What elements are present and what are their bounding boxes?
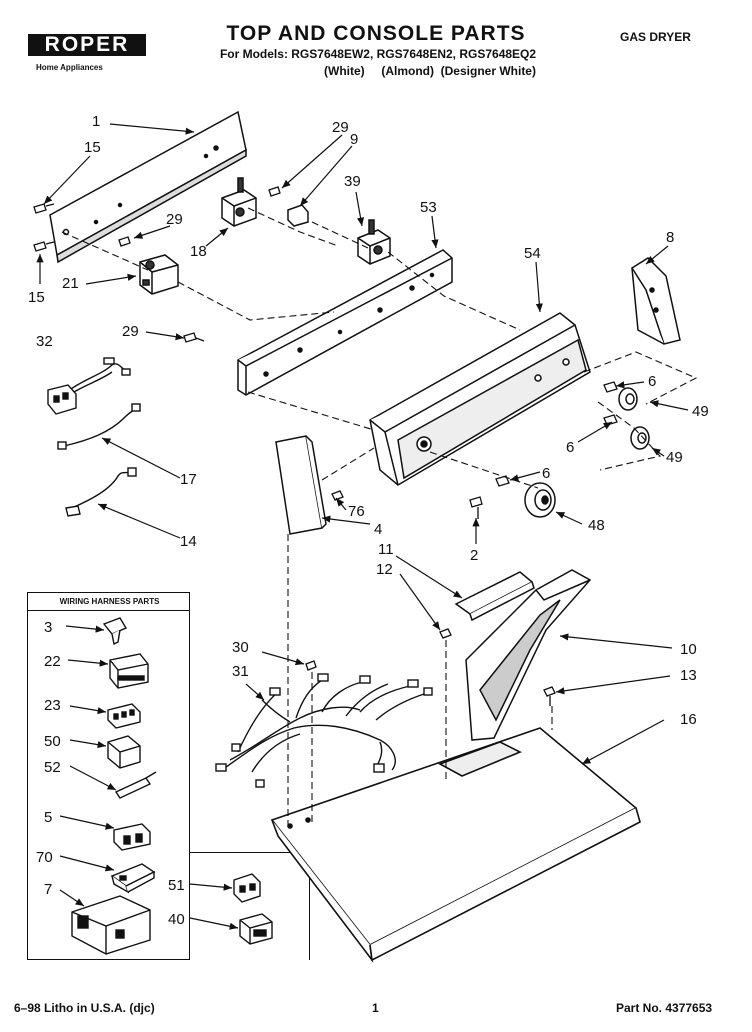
callout-21: 21: [62, 275, 79, 292]
callout-76: 76: [348, 503, 365, 520]
callout-2: 2: [470, 547, 478, 564]
part-6-bushings: [495, 381, 618, 487]
part-11-console-glass: [454, 571, 535, 622]
callout-harness-70: 70: [36, 849, 53, 866]
callout-31: 31: [232, 663, 249, 680]
harness-part-51-connector: [233, 873, 261, 903]
callout-harness-23: 23: [44, 697, 61, 714]
harness-part-50-connector: [107, 735, 141, 769]
callout-harness-40: 40: [168, 911, 185, 928]
part-4-side-bracket: [275, 435, 327, 535]
callout-32: 32: [36, 333, 53, 350]
callout-harness-51: 51: [168, 877, 185, 894]
part-31-main-harness: [215, 673, 433, 788]
callout-8: 8: [666, 229, 674, 246]
wiring-harness-box-extension: [190, 852, 310, 960]
harness-part-40-connector: [239, 913, 273, 945]
part-2-screw: [469, 496, 483, 519]
leader-arrows: [36, 123, 689, 930]
part-1-control-panel: [49, 110, 247, 264]
part-76-clip: [331, 490, 344, 501]
callout-16: 16: [680, 711, 697, 728]
harness-part-70-connector: [110, 863, 156, 894]
part-15-screws: [33, 203, 55, 252]
callout-14: 14: [180, 533, 197, 550]
footer-page-number: 1: [372, 1001, 379, 1015]
callout-10: 10: [680, 641, 697, 658]
callout-53: 53: [420, 199, 437, 216]
part-13-screw: [543, 686, 556, 706]
callout-48: 48: [588, 517, 605, 534]
callout-18: 18: [190, 243, 207, 260]
callout-harness-22: 22: [44, 653, 61, 670]
part-39-switch: [357, 219, 391, 265]
part-30-clip: [305, 660, 317, 671]
roper-logo: ROPER: [28, 34, 146, 56]
callout-29-top: 29: [332, 119, 349, 136]
part-21-timer: [139, 254, 179, 295]
callout-labels: 1 15 15 21 29 29 29 9 18 39 53 54 8 32 1…: [28, 113, 709, 928]
harness-part-22-connector: [109, 653, 149, 689]
callout-29-bracket: 29: [122, 323, 139, 340]
callout-harness-5: 5: [44, 809, 52, 826]
harness-title-rule: [28, 610, 189, 611]
wiring-harness-title: WIRING HARNESS PARTS: [59, 597, 160, 606]
footer-litho: 6–98 Litho in U.S.A. (djc): [14, 1001, 155, 1015]
part-14-wire: [65, 467, 137, 517]
harness-part-23-connector: [107, 703, 141, 729]
callout-6-middle: 6: [566, 439, 574, 456]
part-48-knob: [524, 482, 556, 518]
callout-29-left: 29: [166, 211, 183, 228]
part-17-wire: [57, 403, 141, 450]
part-18-switch: [221, 177, 257, 227]
model-colors: (White) (Almond) (Designer White): [324, 64, 536, 78]
part-10-control-housing: [465, 569, 592, 741]
callout-6-upper: 6: [648, 373, 656, 390]
callout-11: 11: [378, 541, 394, 558]
callout-harness-3: 3: [44, 619, 52, 636]
callout-12: 12: [376, 561, 393, 578]
callout-49-upper: 49: [692, 403, 709, 420]
part-12-screw: [439, 628, 452, 639]
callout-harness-7: 7: [44, 881, 52, 898]
callout-17: 17: [180, 471, 197, 488]
part-49-knobs: [618, 387, 650, 450]
assembly-guide-lines: [61, 207, 698, 828]
callout-1: 1: [92, 113, 100, 130]
part-54-console: [369, 312, 591, 486]
harness-part-3-terminal: [102, 617, 128, 646]
callout-6-lower: 6: [542, 465, 550, 482]
part-16-top-panel: [270, 727, 641, 963]
footer-part-number: Part No. 4377653: [616, 1001, 713, 1015]
callout-54: 54: [524, 245, 541, 262]
wiring-harness-box: WIRING HARNESS PARTS: [27, 592, 190, 960]
callout-39: 39: [344, 173, 361, 190]
callout-4: 4: [374, 521, 382, 538]
part-32-wire-harness: [47, 357, 131, 415]
callout-30: 30: [232, 639, 249, 656]
harness-part-7-block: [71, 895, 151, 955]
brand-subtitle: Home Appliances: [36, 63, 103, 72]
callout-49-lower: 49: [666, 449, 683, 466]
model-numbers: For Models: RGS7648EW2, RGS7648EN2, RGS7…: [219, 47, 537, 61]
callout-15-top: 15: [84, 139, 101, 156]
harness-part-5-connector: [113, 823, 151, 851]
page-title: TOP AND CONSOLE PARTS: [226, 22, 526, 45]
appliance-type: GAS DRYER: [620, 30, 691, 44]
harness-part-52-terminal: [114, 771, 157, 799]
part-53-console-bracket: [237, 249, 453, 396]
callout-13: 13: [680, 667, 697, 684]
callout-15-bottom: 15: [28, 289, 45, 306]
callout-harness-50: 50: [44, 733, 61, 750]
part-29-screws: [118, 186, 281, 343]
callout-harness-52: 52: [44, 759, 61, 776]
part-8-end-cap: [630, 257, 681, 345]
part-9-push-button: [287, 204, 309, 227]
callout-9: 9: [350, 131, 358, 148]
